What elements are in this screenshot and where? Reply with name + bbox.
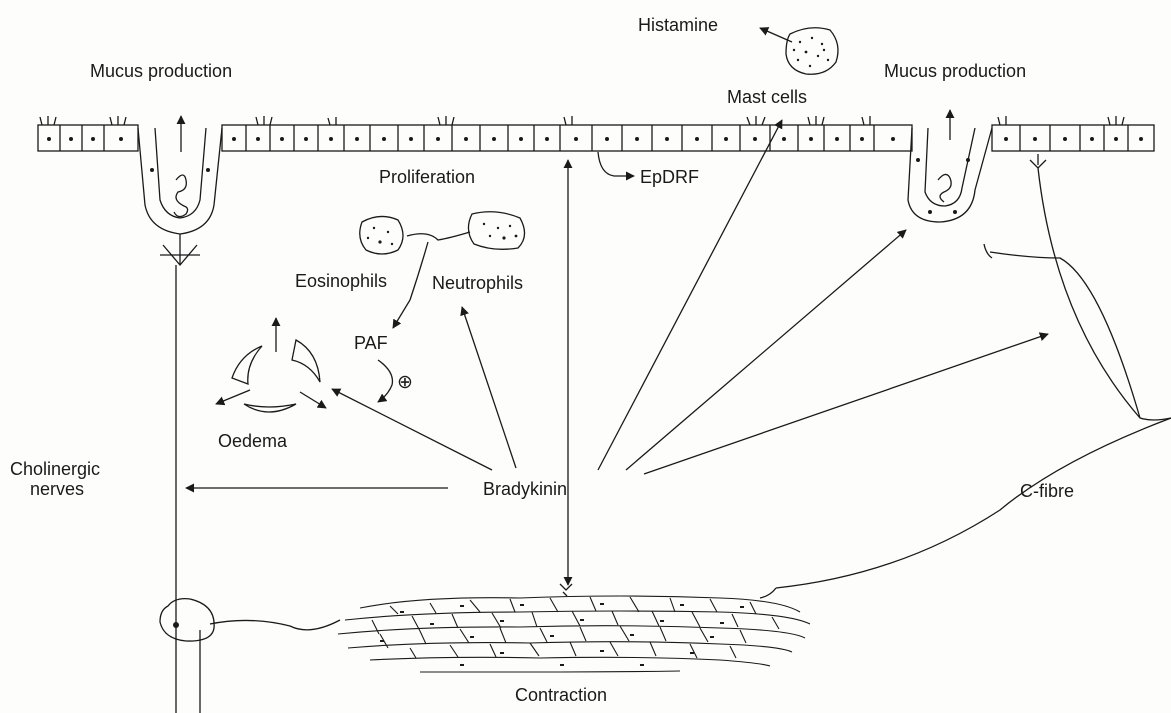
label-cholinergic-nerves-line2: nerves [30,480,84,499]
label-paf: PAF [354,334,388,353]
mast-cell [786,28,838,75]
eosinophil-paf-arrow [393,242,428,328]
epdrf-arrow [598,152,634,176]
label-cholinergic-nerves-line1: Cholinergic [10,460,100,479]
epithelium-left [38,116,138,151]
label-bradykinin: Bradykinin [483,480,567,499]
label-oedema: Oedema [218,432,287,451]
label-eosinophils: Eosinophils [295,272,387,291]
oedema-cells [216,318,326,412]
gland-left [138,128,222,265]
label-epdrf: EpDRF [640,168,699,187]
label-histamine: Histamine [638,16,718,35]
eosinophil [360,216,403,254]
label-proliferation: Proliferation [379,168,475,187]
label-mast-cells: Mast cells [727,88,807,107]
bradykinin-arrows [186,120,1048,585]
gland-right [908,128,992,222]
label-mucus-production-left: Mucus production [90,62,232,81]
cell-connector [407,232,470,240]
histamine-arrow [760,28,792,42]
cholinergic-nerve [160,265,340,713]
label-c-fibre: C-fibre [1020,482,1074,501]
label-neutrophils: Neutrophils [432,274,523,293]
epithelium-right [992,116,1154,151]
muscle-receptor [560,584,572,596]
muscle-nuclei [380,603,744,666]
neutrophil [468,212,524,250]
epithelium-middle [222,116,912,151]
label-positive-feedback: ⊕ [397,373,413,393]
smooth-muscle [338,596,810,672]
c-fibre [760,154,1171,598]
label-mucus-production-right: Mucus production [884,62,1026,81]
label-contraction: Contraction [515,686,607,705]
paf-feedback-arrow [378,360,392,402]
